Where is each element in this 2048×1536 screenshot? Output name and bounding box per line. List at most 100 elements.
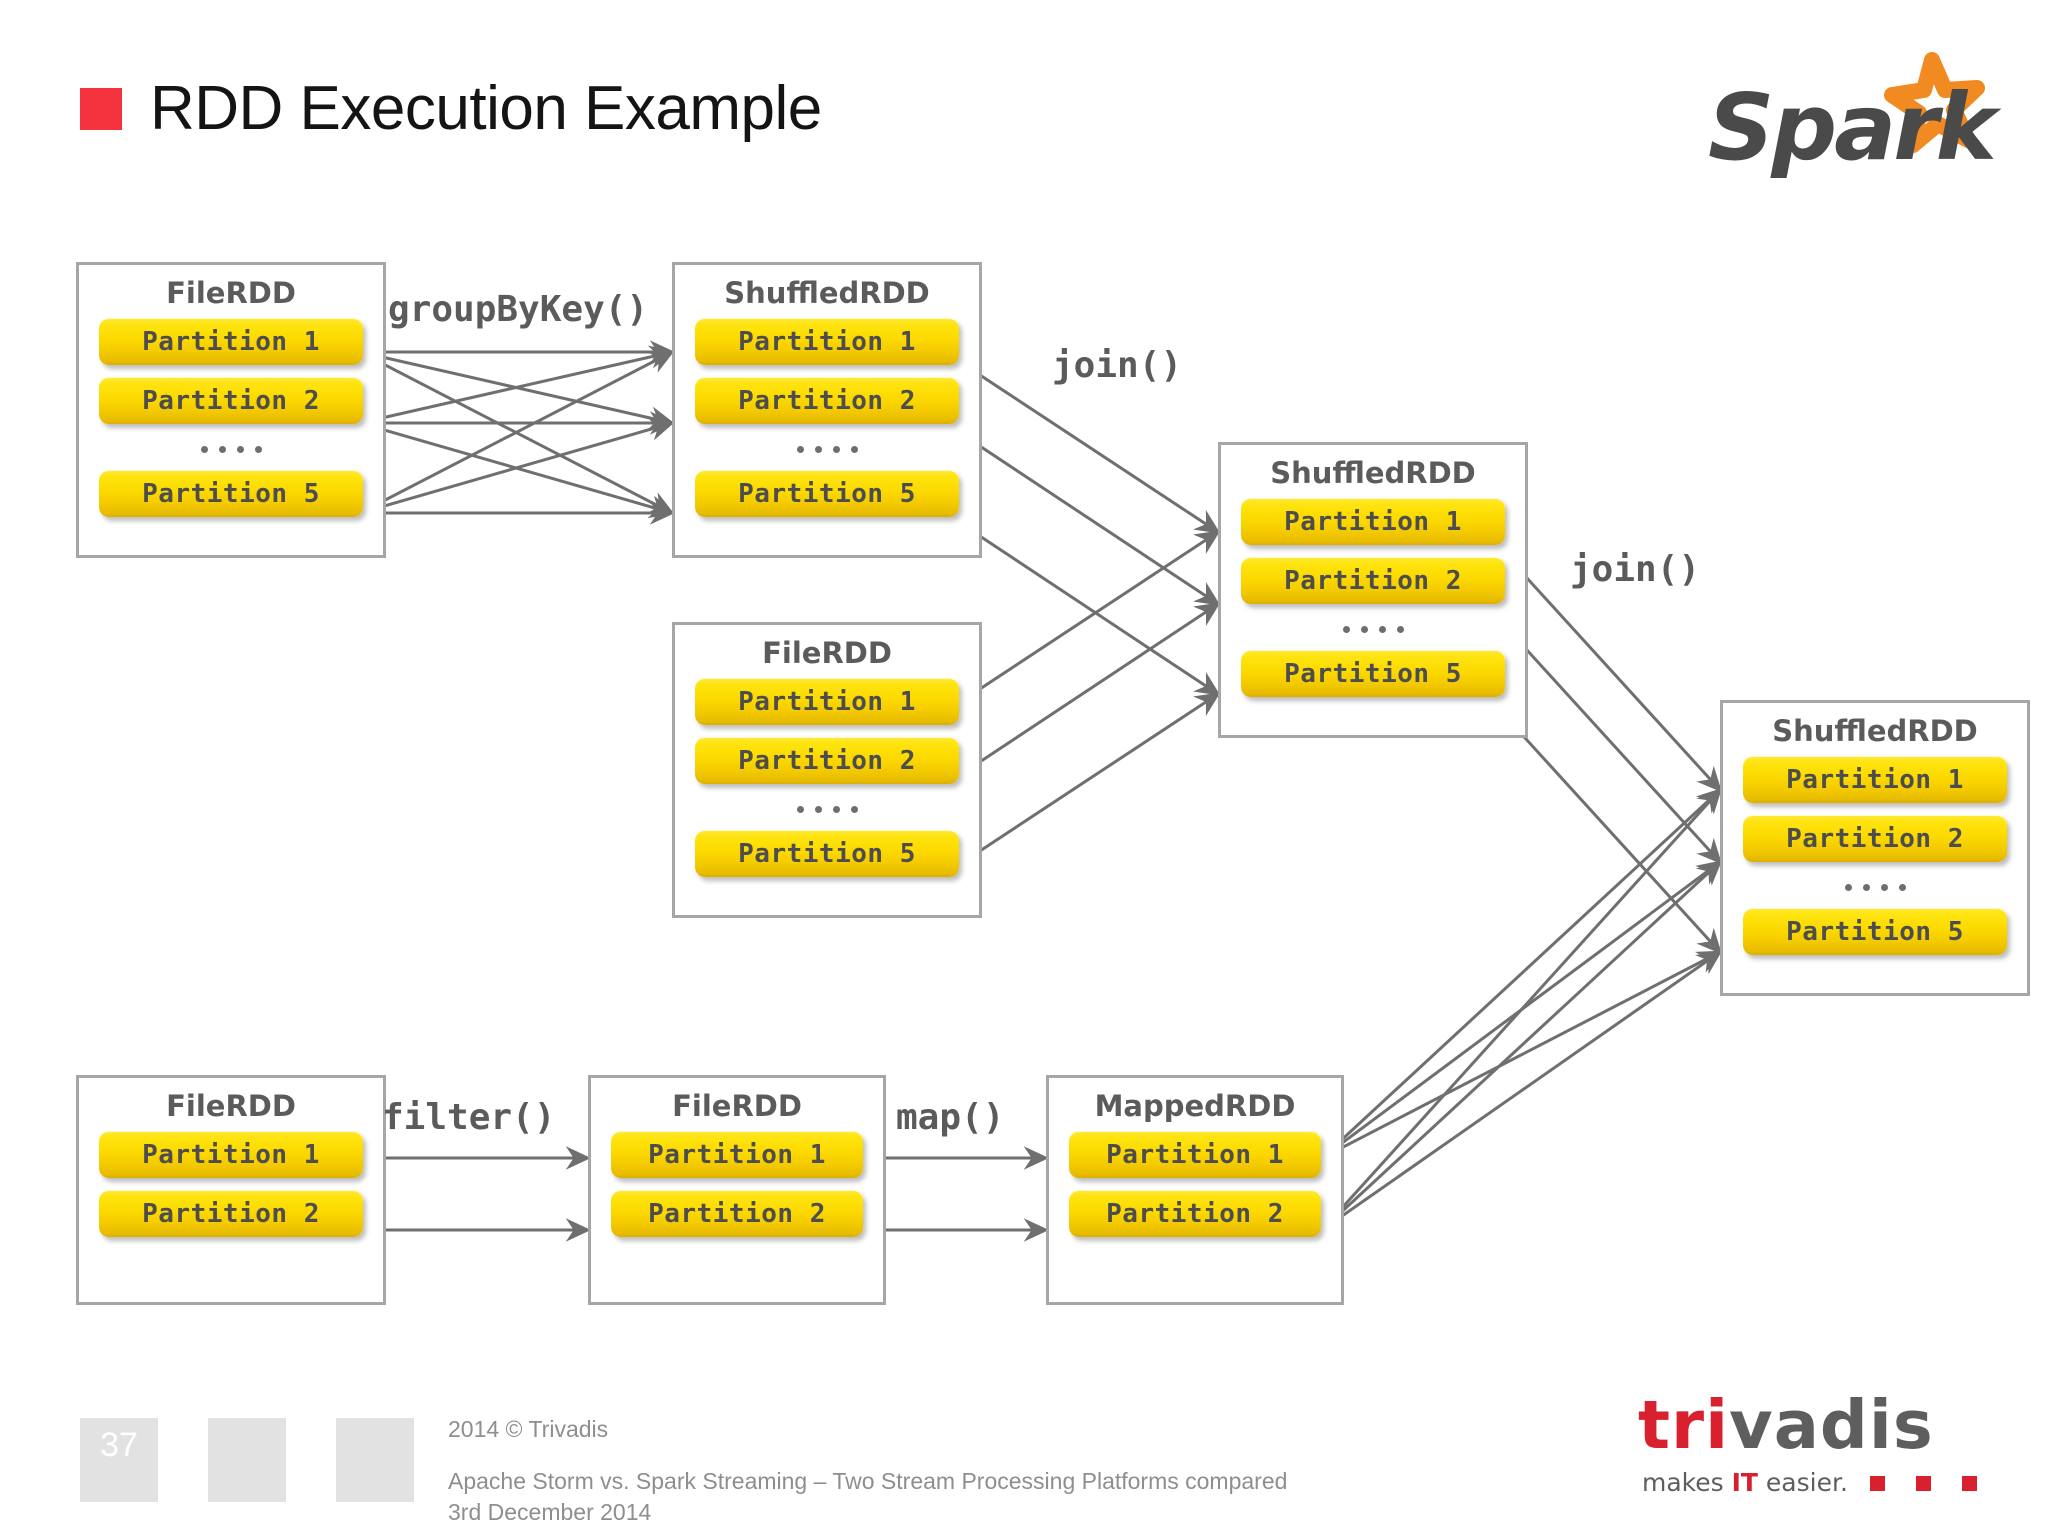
partition-pill[interactable]: Partition 5	[1241, 650, 1505, 697]
rdd-box-shuffled-rdd-c[interactable]: ShuffledRDD Partition 1 Partition 2 Part…	[1720, 700, 2030, 996]
ellipsis-dots-icon	[695, 436, 959, 462]
partition-list: Partition 1 Partition 2 Partition 5	[1221, 498, 1525, 697]
rdd-box-file-rdd-a[interactable]: FileRDD Partition 1 Partition 2 Partitio…	[76, 262, 386, 558]
partition-label: Partition 2	[648, 1198, 826, 1229]
op-label-groupbykey: groupByKey()	[388, 289, 649, 330]
partition-label: Partition 2	[142, 385, 320, 416]
footer-square-1	[80, 1418, 158, 1502]
partition-pill[interactable]: Partition 1	[99, 318, 363, 365]
partition-label: Partition 5	[738, 838, 916, 869]
partition-pill[interactable]: Partition 1	[99, 1131, 363, 1178]
rdd-box-file-rdd-c[interactable]: FileRDD Partition 1 Partition 2	[76, 1075, 386, 1305]
partition-list: Partition 1 Partition 2 Partition 5	[675, 318, 979, 517]
partition-label: Partition 1	[1106, 1139, 1284, 1170]
spark-wordmark: Spark	[1708, 74, 1997, 181]
op-label-map: map()	[896, 1097, 1005, 1138]
partition-pill[interactable]: Partition 2	[611, 1190, 863, 1237]
partition-list: Partition 1 Partition 2	[591, 1131, 883, 1237]
tagline-post: easier.	[1757, 1468, 1848, 1497]
partition-label: Partition 1	[1284, 506, 1462, 537]
footer-square-3	[336, 1418, 414, 1502]
rdd-title: ShuffledRDD	[1270, 456, 1476, 490]
partition-pill[interactable]: Partition 1	[695, 318, 959, 365]
page-title: RDD Execution Example	[150, 74, 822, 143]
partition-pill[interactable]: Partition 2	[99, 377, 363, 424]
partition-pill[interactable]: Partition 1	[695, 678, 959, 725]
partition-label: Partition 1	[738, 686, 916, 717]
ellipsis-dots-icon	[1241, 616, 1505, 642]
rdd-box-shuffled-rdd-b[interactable]: ShuffledRDD Partition 1 Partition 2 Part…	[1218, 442, 1528, 738]
rdd-box-mapped-rdd[interactable]: MappedRDD Partition 1 Partition 2	[1046, 1075, 1344, 1305]
partition-label: Partition 1	[142, 326, 320, 357]
trivadis-square-2	[1916, 1476, 1931, 1491]
rdd-title: FileRDD	[672, 1089, 802, 1123]
ellipsis-dots-icon	[1743, 874, 2007, 900]
trivadis-word-gray: vadis	[1729, 1386, 1934, 1464]
partition-label: Partition 2	[142, 1198, 320, 1229]
rdd-box-file-rdd-b[interactable]: FileRDD Partition 1 Partition 2 Partitio…	[672, 622, 982, 918]
partition-pill[interactable]: Partition 2	[695, 737, 959, 784]
partition-list: Partition 1 Partition 2 Partition 5	[675, 678, 979, 877]
partition-pill[interactable]: Partition 2	[695, 377, 959, 424]
rdd-box-shuffled-rdd-a[interactable]: ShuffledRDD Partition 1 Partition 2 Part…	[672, 262, 982, 558]
trivadis-tagline: makes IT easier.	[1642, 1470, 1848, 1495]
partition-pill[interactable]: Partition 2	[1743, 815, 2007, 862]
partition-label: Partition 2	[1284, 565, 1462, 596]
rdd-box-file-rdd-d[interactable]: FileRDD Partition 1 Partition 2	[588, 1075, 886, 1305]
spark-logo: Spark	[1700, 24, 2030, 184]
partition-pill[interactable]: Partition 1	[1241, 498, 1505, 545]
partition-list: Partition 1 Partition 2 Partition 5	[79, 318, 383, 517]
partition-list: Partition 1 Partition 2	[79, 1131, 383, 1237]
partition-label: Partition 5	[142, 478, 320, 509]
title-bullet-icon	[80, 88, 122, 130]
partition-pill[interactable]: Partition 2	[99, 1190, 363, 1237]
trivadis-logo: trivadis makes IT easier.	[1638, 1392, 1988, 1502]
page-number: 37	[100, 1426, 138, 1464]
footer-date: 3rd December 2014	[448, 1498, 652, 1525]
rdd-title: ShuffledRDD	[724, 276, 930, 310]
op-label-join-2: join()	[1570, 549, 1701, 590]
partition-label: Partition 1	[738, 326, 916, 357]
rdd-title: FileRDD	[762, 636, 892, 670]
partition-label: Partition 1	[1786, 764, 1964, 795]
rdd-title: FileRDD	[166, 1089, 296, 1123]
partition-label: Partition 1	[648, 1139, 826, 1170]
op-label-join-1: join()	[1052, 345, 1183, 386]
partition-list: Partition 1 Partition 2 Partition 5	[1723, 756, 2027, 955]
partition-pill[interactable]: Partition 2	[1069, 1190, 1321, 1237]
footer-deck-title: Apache Storm vs. Spark Streaming – Two S…	[448, 1468, 1288, 1495]
partition-pill[interactable]: Partition 2	[1241, 557, 1505, 604]
partition-pill[interactable]: Partition 1	[611, 1131, 863, 1178]
tagline-pre: makes	[1642, 1468, 1732, 1497]
footer-text: 2014 © Trivadis Apache Storm vs. Spark S…	[448, 1414, 1287, 1527]
partition-pill[interactable]: Partition 5	[99, 470, 363, 517]
partition-pill[interactable]: Partition 1	[1069, 1131, 1321, 1178]
partition-label: Partition 2	[738, 385, 916, 416]
trivadis-word-red: tri	[1638, 1386, 1730, 1464]
trivadis-wordmark: trivadis	[1638, 1392, 1934, 1459]
rdd-title: ShuffledRDD	[1772, 714, 1978, 748]
partition-label: Partition 5	[1284, 658, 1462, 689]
partition-list: Partition 1 Partition 2	[1049, 1131, 1341, 1237]
partition-label: Partition 2	[1106, 1198, 1284, 1229]
footer-copyright: 2014 © Trivadis	[448, 1416, 609, 1442]
tagline-it: IT	[1731, 1468, 1758, 1497]
rdd-title: FileRDD	[166, 276, 296, 310]
ellipsis-dots-icon	[99, 436, 363, 462]
partition-label: Partition 2	[1786, 823, 1964, 854]
partition-pill[interactable]: Partition 5	[695, 830, 959, 877]
slide-header: RDD Execution Example	[80, 78, 822, 140]
partition-label: Partition 2	[738, 745, 916, 776]
ellipsis-dots-icon	[695, 796, 959, 822]
spark-star-icon	[1884, 52, 1985, 153]
partition-pill[interactable]: Partition 5	[1743, 908, 2007, 955]
trivadis-square-3	[1962, 1476, 1977, 1491]
partition-pill[interactable]: Partition 1	[1743, 756, 2007, 803]
partition-label: Partition 1	[142, 1139, 320, 1170]
trivadis-square-1	[1870, 1476, 1885, 1491]
slide-footer: 37 2014 © Trivadis Apache Storm vs. Spar…	[0, 1400, 2048, 1536]
op-label-filter: filter()	[382, 1097, 556, 1138]
footer-square-2	[208, 1418, 286, 1502]
partition-pill[interactable]: Partition 5	[695, 470, 959, 517]
partition-label: Partition 5	[738, 478, 916, 509]
